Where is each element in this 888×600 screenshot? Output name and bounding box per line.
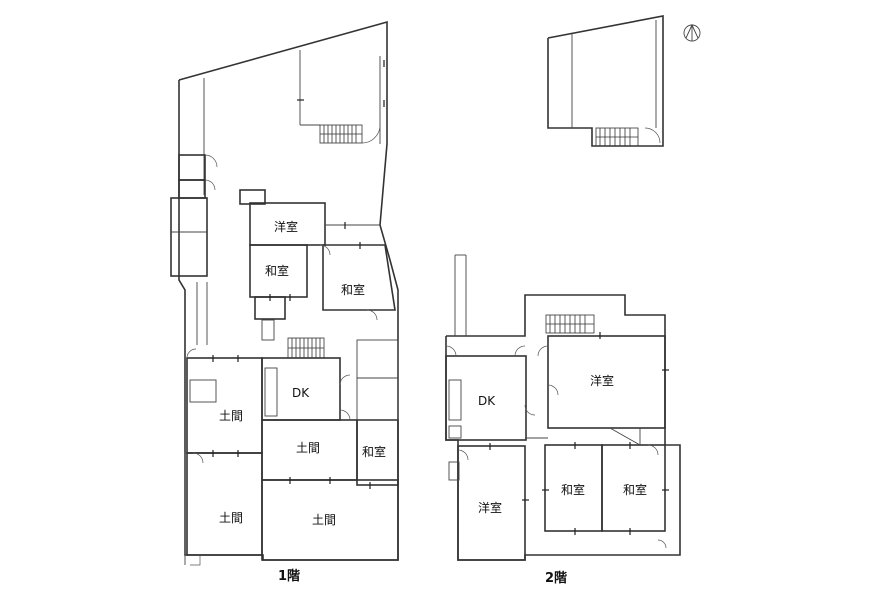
north-arrow-icon — [683, 23, 701, 42]
f1-room-washitsu-c: 和室 — [362, 444, 386, 459]
floor1-ticks — [212, 60, 385, 489]
f2-room-washitsu-a: 和室 — [561, 482, 585, 497]
f1-room-doma-c: 土間 — [219, 511, 243, 525]
f1-room-doma-b: 土間 — [296, 441, 320, 455]
f1-room-dk: DK — [292, 386, 310, 400]
f2-room-yoshitsu-b: 洋室 — [478, 500, 502, 515]
f1-room-doma-a: 土間 — [219, 409, 243, 423]
floor1-plan — [170, 20, 399, 566]
f2-room-yoshitsu-a: 洋室 — [590, 373, 614, 388]
floor2-stair-top — [595, 127, 661, 147]
f1-room-washitsu-b: 和室 — [341, 282, 365, 297]
f2-room-washitsu-b: 和室 — [623, 482, 647, 497]
floor1-title: 1階 — [278, 568, 300, 584]
f1-room-doma-d: 土間 — [312, 513, 336, 527]
f2-room-dk: DK — [478, 394, 496, 408]
floor2-title: 2階 — [545, 570, 567, 586]
f1-room-yoshitsu: 洋室 — [274, 219, 298, 234]
floor2-stair-main — [545, 314, 595, 334]
floor2-plan — [445, 15, 681, 561]
floor1-stair-upper — [319, 124, 381, 144]
floor1-stair-middle — [287, 337, 325, 359]
floor2-ticks — [489, 332, 669, 535]
f1-room-washitsu-a: 和室 — [265, 263, 289, 278]
